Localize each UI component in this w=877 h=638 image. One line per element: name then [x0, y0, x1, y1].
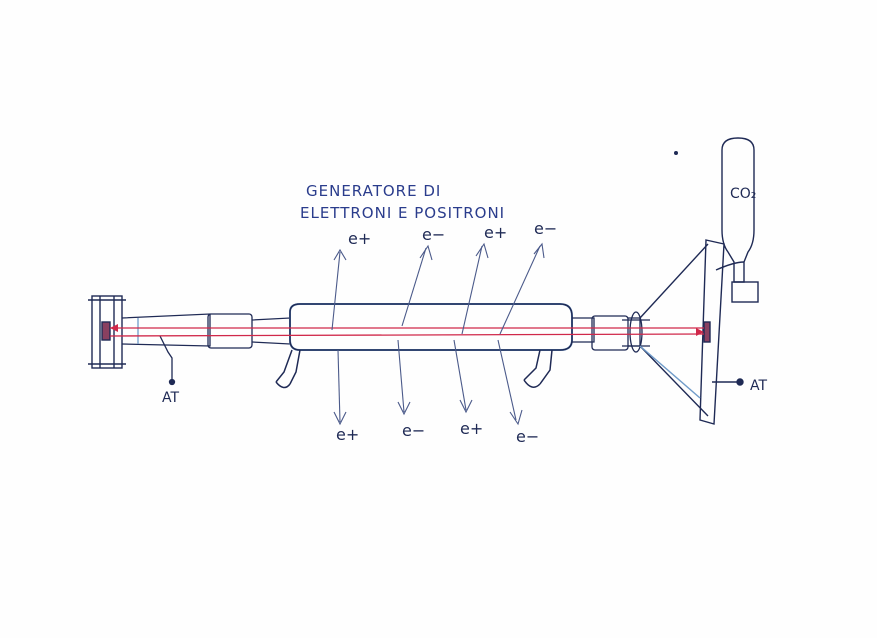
arrowhead-top-4: [533, 242, 545, 259]
trajectory-top-1: [331, 251, 341, 331]
particle-top-4: e−: [534, 219, 557, 238]
particle-bottom-3: e+: [460, 419, 483, 438]
title-line-1: GENERATORE DI: [306, 182, 441, 200]
co2-bottle: [715, 137, 759, 303]
trajectory-top-2: [401, 247, 427, 327]
trajectory-bottom-1: [337, 349, 341, 423]
arrowhead-top-1: [333, 248, 347, 261]
particle-top-3: e+: [484, 223, 507, 242]
arrowhead-bottom-4: [509, 409, 523, 426]
particle-bottom-2: e−: [402, 421, 425, 440]
right-tube: [572, 311, 650, 353]
main-tube: [275, 303, 573, 389]
trajectory-bottom-2: [397, 339, 405, 413]
particle-bottom-1: e+: [336, 425, 359, 444]
arrowhead-bottom-2: [397, 401, 411, 416]
trajectory-bottom-4: [497, 339, 517, 421]
ink-dot: [674, 151, 678, 155]
left-tube: [121, 313, 291, 386]
arrowhead-bottom-1: [333, 411, 347, 426]
right-cone-and-plate: [639, 239, 744, 425]
particle-trajectories: [331, 242, 545, 426]
particle-top-1: e+: [348, 229, 371, 248]
arrowhead-top-2: [419, 244, 433, 261]
particle-top-2: e−: [422, 225, 445, 244]
co2-label: CO₂: [730, 186, 756, 202]
arrowhead-top-3: [475, 242, 489, 259]
trajectory-bottom-3: [453, 339, 467, 411]
particle-bottom-4: e−: [516, 427, 539, 446]
title-line-2: ELETTRONI E POSITRONI: [300, 204, 505, 222]
at-left-label: AT: [162, 390, 179, 406]
arrowhead-bottom-3: [459, 399, 473, 414]
trajectory-top-3: [461, 245, 483, 335]
trajectory-top-4: [499, 245, 541, 335]
left-mirror-mount: [88, 295, 126, 369]
laser-beam: [109, 324, 705, 337]
at-right-label: AT: [750, 378, 767, 394]
